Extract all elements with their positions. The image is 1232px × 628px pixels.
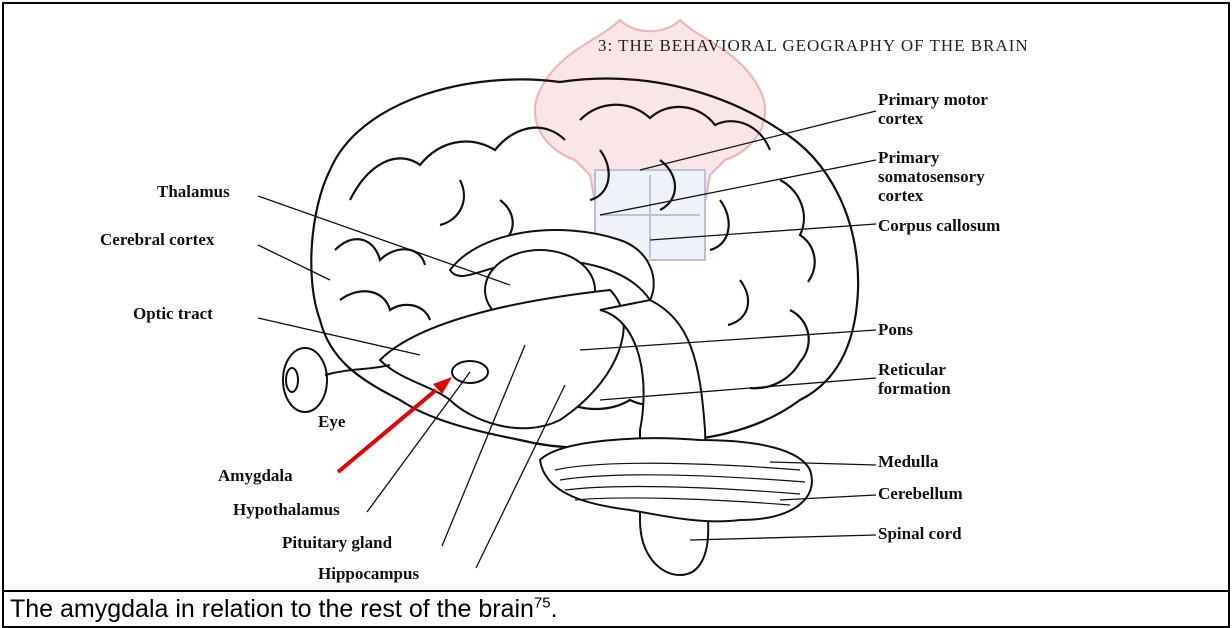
watermark-crest [535,20,765,260]
label-amygdala: Amygdala [218,466,293,485]
label-pituitary-gland: Pituitary gland [282,533,392,552]
label-hippocampus: Hippocampus [318,564,419,583]
label-eye: Eye [318,412,345,431]
label-cerebellum: Cerebellum [878,484,963,503]
label-spinal-cord: Spinal cord [878,524,962,543]
label-medulla: Medulla [878,452,938,471]
caption-reference: 75 [534,595,551,612]
label-pons: Pons [878,320,913,339]
label-hypothalamus: Hypothalamus [233,500,340,519]
brain-diagram [0,0,1232,592]
eye-shape [283,348,390,412]
label-corpus-callosum: Corpus callosum [878,216,1000,235]
caption-text: The amygdala in relation to the rest of … [10,595,534,623]
figure-header: 3: THE BEHAVIORAL GEOGRAPHY OF THE BRAIN [598,36,1029,56]
label-cerebral-cortex: Cerebral cortex [100,230,214,249]
figure-caption: The amygdala in relation to the rest of … [2,590,1230,628]
label-optic-tract: Optic tract [133,304,213,323]
amygdala-arrow [338,377,452,472]
label-thalamus: Thalamus [157,182,230,201]
